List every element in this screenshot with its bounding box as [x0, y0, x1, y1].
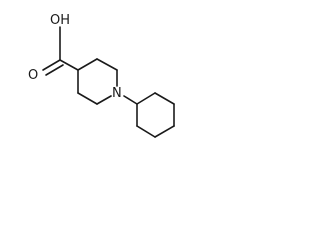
hydroxyl-label: OH: [50, 13, 70, 28]
bond-c3-c2: [96, 58, 118, 71]
carbonyl-oxygen-label: O: [28, 68, 38, 83]
bond-carboxyl-c-o-double-a: [42, 59, 61, 71]
ring-nitrogen-label: N: [112, 86, 122, 101]
cyclohexyl-ring: [123, 92, 175, 138]
bond-c4-carboxyl-carbon: [59, 59, 79, 71]
carboxylic-acid-group: OH O: [28, 13, 79, 83]
molecule-structure-diagram: OH O N: [28, 13, 175, 138]
bond-cy-c4-c5: [154, 125, 175, 138]
bond-cy-c1-c2: [136, 92, 156, 105]
bond-cy-c2-c3: [154, 92, 175, 105]
bond-n1-cyclohexyl-c1: [123, 95, 138, 105]
bond-c4-c3: [77, 58, 98, 71]
bond-carboxyl-c-o-double-b: [45, 64, 64, 76]
bond-cy-c5-c6: [136, 125, 156, 138]
piperidine-ring: N: [77, 58, 122, 105]
bond-c6-c5: [77, 92, 98, 105]
bond-n1-c6: [96, 95, 112, 105]
